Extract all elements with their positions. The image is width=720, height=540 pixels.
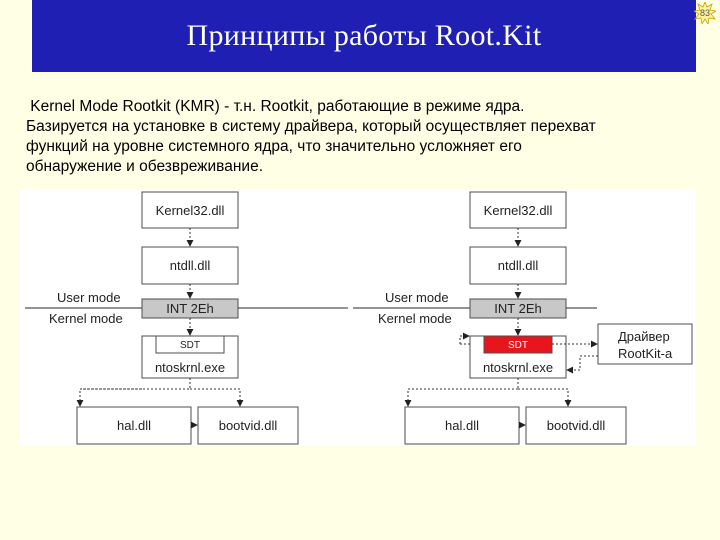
kernel-mode-label: Kernel mode (378, 311, 452, 326)
ntdll-box (469, 246, 567, 285)
sun-badge-icon (694, 2, 716, 24)
arrow-ntoskrnl-bootvid (190, 388, 244, 407)
description-line: функций на уровне системного ядра, что з… (26, 138, 522, 155)
page-number: 83 (699, 8, 710, 18)
sdt-label: SDT (508, 340, 528, 351)
ntoskrnl-label: ntoskrnl.exe (483, 360, 553, 375)
bootvid-label: bootvid.dll (219, 418, 278, 433)
kernel32-label: Kernel32.dll (484, 203, 553, 218)
arrow-driver-ntoskrnl (566, 355, 598, 374)
ntoskrnl-label: ntoskrnl.exe (155, 360, 225, 375)
bootvid-label: bootvid.dll (547, 418, 606, 433)
hal-label: hal.dll (445, 418, 479, 433)
description-line: обнаружение и обезвреживание. (26, 158, 264, 175)
bootvid-box (525, 406, 627, 445)
page-number-badge: 83 (694, 2, 716, 24)
normal-system-diagram: User mode Kernel mode Kernel32.dll ntdll… (25, 191, 348, 445)
slide-title: Принципы работы Root.Kit (186, 19, 542, 52)
title-bar: Принципы работы Root.Kit (32, 0, 696, 72)
description-line: Базируется на установке в систему драйве… (26, 118, 596, 135)
ntdll-box (141, 246, 239, 285)
rootkit-driver-label-line1: Драйвер (618, 329, 670, 344)
rootkit-driver-label-line2: RootKit-a (618, 346, 673, 361)
user-mode-label: User mode (57, 290, 121, 305)
sdt-hook-arrow (459, 332, 470, 344)
hal-label: hal.dll (117, 418, 151, 433)
rootkit-diagram: User mode Kernel mode Kernel32.dll ntdll… (20, 190, 696, 445)
kernel32-label: Kernel32.dll (156, 203, 225, 218)
kernel32-box (141, 191, 239, 229)
int2eh-label: INT 2Eh (166, 301, 213, 316)
hal-box (404, 406, 520, 445)
sdt-label: SDT (180, 340, 200, 351)
int2eh-label: INT 2Eh (494, 301, 541, 316)
arrow-ntoskrnl-hal (76, 388, 142, 407)
bootvid-box (197, 406, 299, 445)
kernel32-box (469, 191, 567, 229)
branch-line-left (80, 378, 191, 390)
arrow-ntoskrnl-bootvid (518, 388, 572, 407)
kernel-mode-label: Kernel mode (49, 311, 123, 326)
ntdll-label: ntdll.dll (170, 258, 211, 273)
user-mode-label: User mode (385, 290, 449, 305)
description-line: Kernel Mode Rootkit (KMR) - т.н. Rootkit… (26, 98, 525, 115)
sdt-box (155, 335, 225, 354)
infected-system-diagram: User mode Kernel mode Kernel32.dll ntdll… (353, 191, 693, 445)
hal-box (76, 406, 192, 445)
arrow-ntoskrnl-hal (404, 388, 518, 407)
rootkit-driver-box (597, 323, 693, 365)
description-text: Kernel Mode Rootkit (KMR) - т.н. Rootkit… (26, 97, 716, 177)
ntdll-label: ntdll.dll (498, 258, 539, 273)
